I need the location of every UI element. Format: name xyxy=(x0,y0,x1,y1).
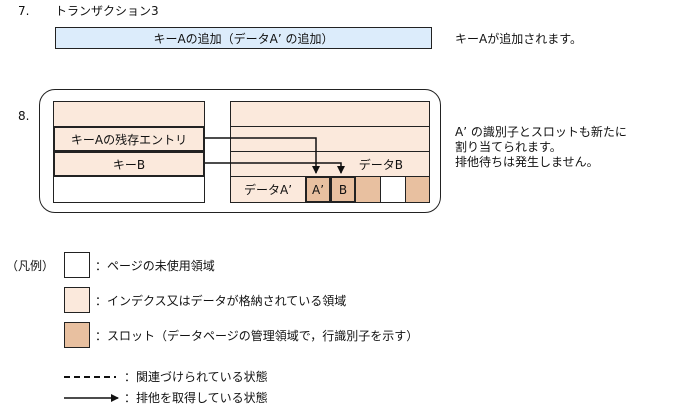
slot-3 xyxy=(355,176,381,203)
index-page: キーAの残存エントリ キーB xyxy=(53,101,205,203)
step-7-note: キーAが追加されます。 xyxy=(455,32,583,46)
step-8-number: 8. xyxy=(18,109,30,123)
index-entry-key-b-label: キーB xyxy=(112,157,146,172)
legend-item-associated: ：関連づけられている状態 xyxy=(124,370,268,384)
index-entry-key-a-remaining-label: キーAの残存エントリ xyxy=(70,132,188,147)
data-a-prime-area: データA’ xyxy=(230,176,306,203)
lock-arrow-key-b-to-slot-b xyxy=(205,162,345,174)
slot-a-prime: A’ xyxy=(305,176,331,203)
index-unused-area xyxy=(53,176,205,203)
step-8-note-line-3: 排他待ちは発生しません。 xyxy=(455,155,599,169)
slot-b-label: B xyxy=(338,182,348,197)
data-a-prime-label: データA’ xyxy=(243,183,293,197)
slot-a-prime-label: A’ xyxy=(311,182,325,197)
step-8-frame xyxy=(39,89,441,213)
data-page: データB データA’ A’ B xyxy=(230,101,430,203)
slot-b: B xyxy=(330,176,356,203)
index-entry-key-a-remaining: キーAの残存エントリ xyxy=(53,126,205,152)
legend-swatch-unused xyxy=(64,252,90,278)
legend-item-stored: ：インデクス又はデータが格納されている領域 xyxy=(95,294,347,308)
legend-swatch-stored xyxy=(64,287,90,313)
add-key-a-bar-label: キーAの追加（データA’ の追加） xyxy=(153,31,334,46)
slot-5 xyxy=(405,176,430,203)
data-b-label: データB xyxy=(358,157,403,172)
step-7-number: 7. xyxy=(18,4,30,18)
legend-heading: （凡例） xyxy=(6,259,55,273)
step-7-title: トランザクション3 xyxy=(55,4,159,18)
legend-swatch-slot xyxy=(64,322,90,348)
slot-4-unused xyxy=(380,176,406,203)
step-8-note-line-2: 割り当てられます。 xyxy=(455,140,562,154)
index-entry-key-b: キーB xyxy=(53,151,205,177)
legend-item-unused: ：ページの未使用領域 xyxy=(95,259,215,273)
step-8-note-line-1: A’ の識別子とスロットも新たに xyxy=(455,125,627,139)
legend-item-slot: ：スロット（データページの管理領域で，行識別子を示す） xyxy=(95,329,419,343)
lock-arrow-key-a-to-slot-a-prime xyxy=(205,137,320,174)
add-key-a-bar: キーAの追加（データA’ の追加） xyxy=(55,27,432,49)
legend-item-locked: ：排他を取得している状態 xyxy=(124,391,268,405)
